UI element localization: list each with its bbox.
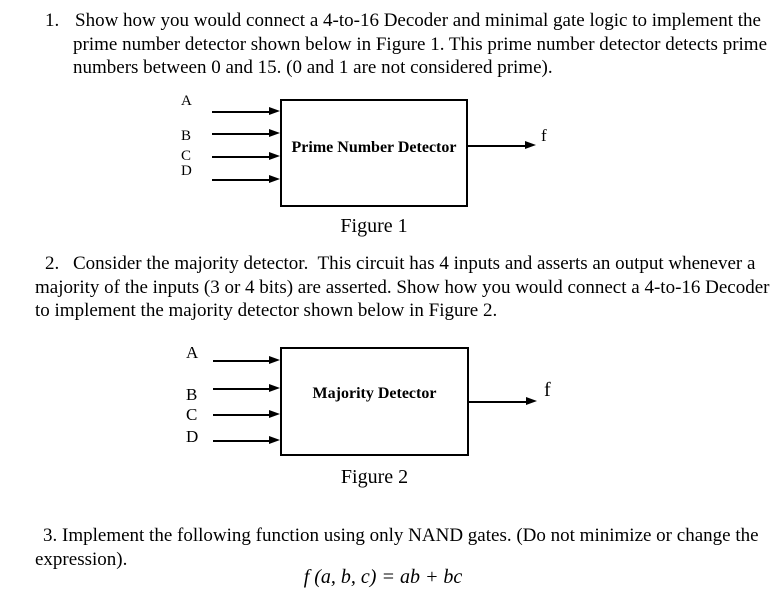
arrow-head-icon bbox=[269, 356, 280, 364]
figure1-output-label: f bbox=[541, 126, 547, 145]
question-2-text-2: majority of the inputs (3 or 4 bits) are… bbox=[35, 276, 770, 298]
question-1: 1. Show how you would connect a 4-to-16 D… bbox=[45, 9, 767, 80]
figure1-output-arrow bbox=[468, 141, 536, 150]
question-2-text-3: to implement the majority detector shown… bbox=[35, 300, 498, 321]
question-1-line-1: 1. Show how you would connect a 4-to-16 D… bbox=[45, 9, 767, 33]
question-1-number: 1. bbox=[45, 10, 60, 31]
arrow-shaft bbox=[212, 178, 271, 181]
question-3-text-1: 3. Implement the following function usin… bbox=[43, 525, 759, 546]
figure1-input-label-a: A bbox=[181, 93, 192, 109]
arrow-shaft bbox=[213, 387, 271, 390]
figure2-input-label-d: D bbox=[186, 427, 199, 446]
arrow-head-icon bbox=[525, 141, 536, 149]
question-3-formula: f (a, b, c) = ab + bc bbox=[303, 566, 463, 588]
figure2-block-label: Majority Detector bbox=[312, 384, 437, 402]
arrow-head-icon bbox=[526, 397, 537, 405]
question-1-text-2: prime number detector shown below in Fig… bbox=[73, 33, 768, 55]
figure1-input-arrow-b bbox=[212, 129, 280, 138]
question-1-text-3: numbers between 0 and 15. (0 and 1 are n… bbox=[73, 57, 553, 78]
figure2-output-label: f bbox=[544, 379, 551, 401]
arrow-shaft bbox=[213, 413, 271, 416]
arrow-shaft bbox=[468, 400, 528, 403]
question-3: 3. Implement the following function usin… bbox=[35, 524, 759, 571]
question-2-text-1: Consider the majority detector. This cir… bbox=[73, 253, 756, 274]
figure2-output-arrow bbox=[468, 397, 537, 406]
question-2-line-1: 2. Consider the majority detector. This c… bbox=[35, 252, 770, 276]
arrow-shaft bbox=[212, 110, 271, 113]
figure2-input-label-c: C bbox=[186, 405, 198, 424]
question-3-text-2: expression). bbox=[35, 548, 128, 570]
figure2-input-arrow-a bbox=[213, 356, 280, 365]
arrow-head-icon bbox=[269, 129, 280, 137]
figure2-caption: Figure 2 bbox=[340, 466, 409, 488]
figure1-input-label-c: C bbox=[181, 148, 192, 164]
arrow-head-icon bbox=[269, 384, 280, 392]
figure2-input-label-a: A bbox=[186, 343, 199, 362]
figure1-input-arrow-a bbox=[212, 107, 280, 116]
figure1-input-arrow-d bbox=[212, 175, 280, 184]
arrow-shaft bbox=[468, 144, 527, 147]
arrow-shaft bbox=[213, 359, 271, 362]
figure2-input-label-b: B bbox=[186, 385, 198, 404]
arrow-head-icon bbox=[269, 175, 280, 183]
arrow-shaft bbox=[213, 439, 271, 442]
question-2-number: 2. bbox=[45, 253, 60, 274]
arrow-shaft bbox=[212, 132, 271, 135]
figure2-block: Majority Detector bbox=[280, 347, 469, 456]
arrow-head-icon bbox=[269, 410, 280, 418]
figure1-caption: Figure 1 bbox=[340, 215, 408, 237]
figure1-block: Prime Number Detector bbox=[280, 99, 468, 207]
figure2-input-arrow-b bbox=[213, 384, 280, 393]
figure1-input-label-d: D bbox=[181, 163, 192, 179]
arrow-shaft bbox=[212, 155, 271, 158]
figure1-input-arrow-c bbox=[212, 152, 280, 161]
question-2: 2. Consider the majority detector. This c… bbox=[35, 252, 770, 323]
figure2-input-arrow-c bbox=[213, 410, 280, 419]
figure1-input-label-b: B bbox=[181, 128, 192, 144]
arrow-head-icon bbox=[269, 107, 280, 115]
figure1-block-label: Prime Number Detector bbox=[291, 139, 457, 156]
arrow-head-icon bbox=[269, 152, 280, 160]
question-1-text-1: Show how you would connect a 4-to-16 Dec… bbox=[75, 10, 761, 31]
figure2-input-arrow-d bbox=[213, 436, 280, 445]
arrow-head-icon bbox=[269, 436, 280, 444]
